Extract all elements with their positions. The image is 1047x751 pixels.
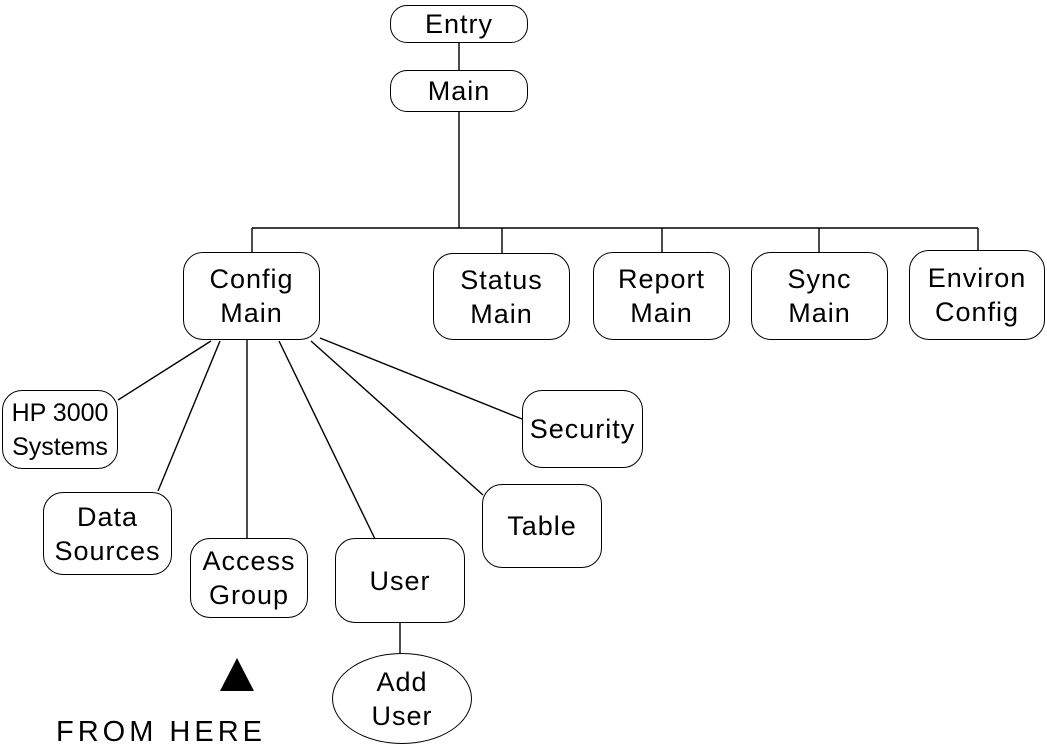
node-add-user: Add User	[332, 653, 472, 744]
node-entry: Entry	[390, 5, 528, 43]
edge-config-table	[310, 340, 484, 496]
node-environ-config: Environ Config	[909, 250, 1045, 340]
node-table: Table	[482, 484, 602, 568]
node-status-main: Status Main	[433, 253, 570, 340]
node-hp3000-systems: HP 3000 Systems	[2, 390, 118, 469]
edge-config-user	[278, 340, 376, 540]
node-access-group: Access Group	[190, 538, 308, 618]
edge-config-security	[319, 337, 523, 420]
node-security: Security	[522, 390, 643, 468]
node-sync-main: Sync Main	[751, 252, 888, 340]
edge-config-hp3000	[117, 340, 212, 401]
node-data-sources: Data Sources	[43, 492, 172, 575]
node-config-main: Config Main	[183, 252, 320, 340]
from-here-triangle-icon	[220, 658, 254, 691]
edge-config-data-sources	[157, 340, 221, 492]
node-report-main: Report Main	[593, 252, 730, 340]
node-user: User	[335, 538, 465, 623]
from-here-label: FROM HERE	[56, 716, 266, 748]
node-main: Main	[390, 70, 528, 112]
